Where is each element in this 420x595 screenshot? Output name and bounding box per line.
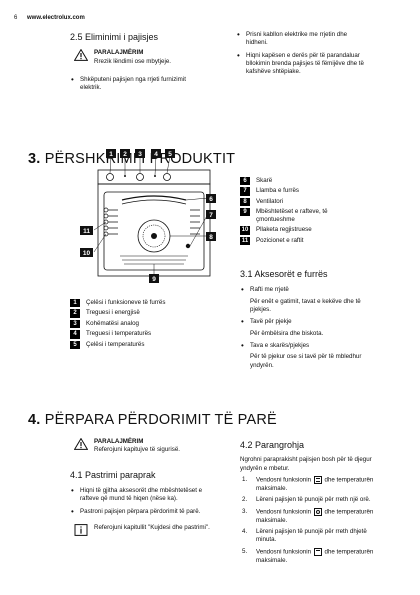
info-note: Referojuni kapitullit "Kujdesi dhe pastr… [70,523,210,536]
info-icon [74,524,88,536]
oven-diagram: 1 2 3 4 5 6 7 8 9 10 11 [80,149,216,283]
grill-icon [313,547,322,556]
fan-cooking-icon [313,507,322,516]
list-item: Hiqni të gjitha aksesorët dhe mbështetës… [70,486,210,504]
lamp-icon [185,243,191,249]
diagram-label: 3 [138,151,142,158]
section-4-right: 4.2 Parangrohja Ngrohni paraprakisht paj… [240,439,385,565]
item-description: Për enët e gatimit, tavat e kekëve dhe t… [250,297,361,313]
diagram-label: 7 [209,212,213,219]
warning-box: PARALAJMËRIM Rrezik lëndimi ose mbytjeje… [70,49,200,66]
warning-icon [74,438,88,450]
item-description: Për të pjekur ose si tavë për të mbledhu… [250,353,362,369]
section-title-2-5: 2.5 Eliminimi i pajisjes [70,32,159,42]
conventional-cooking-icon [313,475,322,484]
diagram-label: 11 [83,228,90,235]
list-item: Tavë për pjekje [240,317,382,328]
warning-title: PARALAJMËRIM [94,49,144,57]
warning-text: Referojuni kapitujve të sigurisë. [94,446,180,454]
website-link[interactable]: www.electrolux.com [27,15,85,21]
step-item: 1. Vendosni funksionin dhe temperaturën … [242,475,374,492]
list-item: Prisni kabllon elektrike me rrjetin dhe … [236,30,370,48]
list-item: Hiqni kapësen e derës për të parandaluar… [236,51,370,77]
section-2-5-left: 2.5 Eliminimi i pajisjes PARALAJMËRIM Rr… [70,31,200,93]
list-item: Rafti me rrjetë [240,285,382,296]
section-title-4-1: 4.1 Pastrimi paraprak [70,469,156,480]
section-2-5-right: Prisni kabllon elektrike me rrjetin dhe … [236,30,370,77]
warning-title: PARALAJMËRIM [94,438,144,445]
diagram-label: 10 [83,250,91,257]
section-title-4-2: 4.2 Parangrohja [240,440,305,450]
diagram-label: 9 [152,276,156,283]
list-item: Pastroni pajisjen përpara përdorimit të … [70,507,210,518]
accessories-section: 3.1 Aksesorët e furrës Rafti me rrjetë P… [240,268,382,370]
warning-icon [74,49,88,62]
section-title-3-1: 3.1 Aksesorët e furrës [240,269,328,279]
diagram-label: 8 [209,234,213,241]
temperature-knob [163,173,171,181]
diagram-label: 5 [168,151,172,158]
page-header: 6 www.electrolux.com [14,14,85,22]
section-title-4: 4. PËRPARA PËRDORIMIT TË PARË [28,412,277,428]
step-item: 2. Lëreni pajisjen të punojë për rreth n… [242,496,371,504]
section-4-left: PARALAJMËRIM Referojuni kapitujve të sig… [70,438,210,536]
step-item: 4. Lëreni pajisjen të punojë për rreth d… [242,527,367,544]
warning-box: PARALAJMËRIM Referojuni kapitujve të sig… [70,438,210,455]
step-item: 5. Vendosni funksionin dhe temperaturën … [242,547,374,564]
function-knob [106,173,114,181]
diagram-label: 2 [123,151,127,158]
page-number: 6 [14,15,18,21]
diagram-label: 4 [154,151,158,158]
note-text: Referojuni kapitullit "Kujdesi dhe pastr… [94,523,210,531]
list-item: Shkëputeni pajisjen nga rrjeti furnizimi… [70,75,200,93]
timer-knob [136,173,144,181]
diagram-label: 6 [209,196,213,203]
warning-text: Rrezik lëndimi ose mbytjeje. [94,57,172,65]
diagram-label: 1 [109,151,113,158]
list-item: Tava e skarës/pjekjes [240,341,382,352]
preheat-intro: Ngrohni paraprakisht pajisjen bosh për t… [240,456,372,472]
item-description: Për ëmbëlsira dhe biskota. [250,329,324,337]
step-item: 3. Vendosni funksionin dhe temperaturën … [242,507,374,524]
